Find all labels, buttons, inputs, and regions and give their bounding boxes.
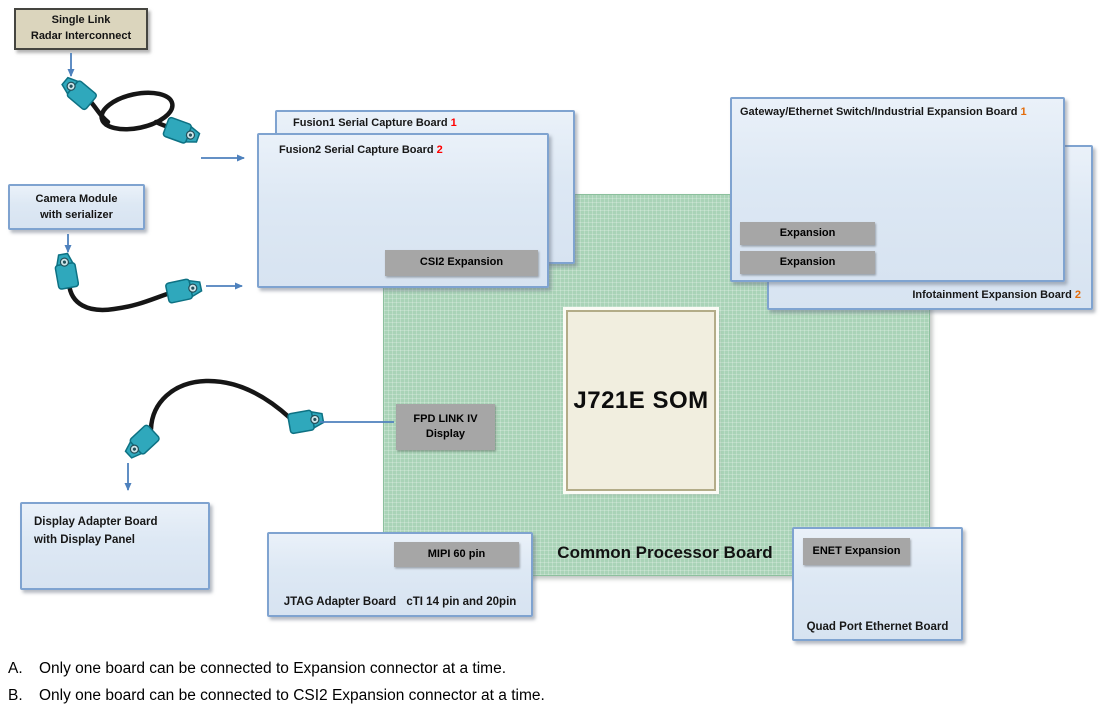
gateway-number: 1	[1020, 106, 1027, 118]
gateway-label: Gateway/Ethernet Switch/Industrial Expan…	[740, 106, 1018, 118]
radar-interconnect-box: Single Link Radar Interconnect	[14, 8, 148, 50]
fakra-connector-icon	[57, 72, 99, 112]
footnote-a: A. Only one board can be connected to Ex…	[8, 660, 545, 678]
jtag-adapter-board: MIPI 60 pin JTAG Adapter Board cTI 14 pi…	[267, 532, 533, 617]
quad-port-title: Quad Port Ethernet Board	[806, 621, 949, 633]
j721e-som-module: J721E SOM	[563, 307, 719, 494]
camera-cable	[66, 281, 173, 313]
infotainment-label: Infotainment Expansion Board	[912, 289, 1072, 301]
fusion1-number: 1	[450, 117, 457, 129]
display-adapter-line1: Display Adapter Board	[34, 516, 158, 528]
radar-box-line1: Single Link	[51, 14, 111, 27]
jtag-title: JTAG Adapter Board cTI 14 pin and 20pin	[269, 596, 531, 608]
common-processor-board-label: Common Processor Board	[557, 543, 773, 562]
display-cable	[148, 378, 293, 432]
mipi-60pin-connector: MIPI 60 pin	[394, 542, 519, 567]
fakra-connector-icon	[286, 407, 326, 435]
footnote-a-letter: A.	[8, 660, 23, 677]
fpd-line1: FPD LINK IV	[413, 412, 478, 425]
fusion2-number: 2	[436, 144, 443, 156]
expansion-connector-2: Expansion	[740, 251, 875, 274]
camera-box-line2: with serializer	[40, 209, 113, 221]
fakra-connector-icon	[164, 275, 204, 305]
csi2-expansion-connector: CSI2 Expansion	[385, 250, 538, 276]
gateway-board: Gateway/Ethernet Switch/Industrial Expan…	[730, 97, 1065, 282]
quad-port-ethernet-board: ENET Expansion Quad Port Ethernet Board	[792, 527, 963, 641]
fusion2-label: Fusion2 Serial Capture Board	[279, 144, 434, 156]
expansion-connector-1: Expansion	[740, 222, 875, 245]
camera-box-line1: Camera Module	[35, 192, 118, 205]
display-adapter-board: Display Adapter Board with Display Panel	[20, 502, 210, 590]
radar-cable-end	[153, 119, 172, 130]
camera-module-box: Camera Module with serializer	[8, 184, 145, 230]
footnotes: A. Only one board can be connected to Ex…	[8, 660, 545, 714]
fpd-link-connector: FPD LINK IV Display	[396, 404, 495, 450]
radar-cable	[87, 98, 111, 125]
footnote-b-text: Only one board can be connected to CSI2 …	[39, 687, 545, 704]
fakra-connector-icon	[52, 251, 80, 291]
fakra-connector-icon	[161, 116, 203, 148]
display-adapter-line2: with Display Panel	[34, 533, 135, 546]
footnote-a-text: Only one board can be connected to Expan…	[39, 660, 507, 677]
fpd-line2: Display	[425, 428, 466, 440]
footnote-b: B. Only one board can be connected to CS…	[8, 687, 545, 705]
enet-expansion-connector: ENET Expansion	[803, 538, 910, 565]
fusion1-label: Fusion1 Serial Capture Board	[293, 117, 448, 129]
jtag-board-label: JTAG Adapter Board	[283, 596, 397, 608]
footnote-b-letter: B.	[8, 687, 23, 704]
gateway-title: Gateway/Ethernet Switch/Industrial Expan…	[740, 106, 1063, 118]
radar-box-line2: Radar Interconnect	[30, 30, 132, 42]
display-adapter-title: Display Adapter Board with Display Panel	[34, 514, 208, 550]
jtag-connector-label: cTI 14 pin and 20pin	[406, 596, 517, 608]
radar-cable-loop	[99, 90, 175, 132]
som-label: J721E SOM	[573, 386, 709, 414]
fakra-connector-icon	[120, 423, 162, 463]
infotainment-number: 2	[1074, 289, 1081, 301]
